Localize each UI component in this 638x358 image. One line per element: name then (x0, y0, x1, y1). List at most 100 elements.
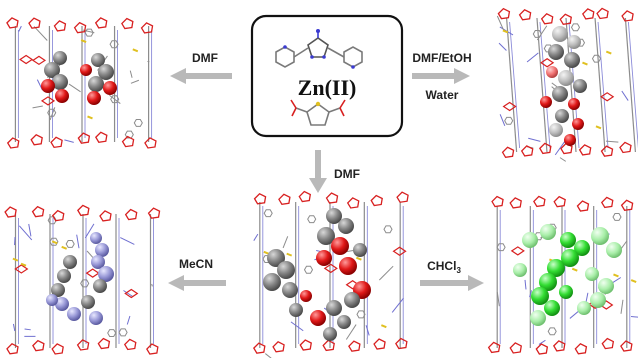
carboxylate-cluster (520, 145, 534, 157)
guest-atom (547, 259, 565, 277)
pyridyl-ring (110, 95, 120, 104)
guest-atom (263, 273, 281, 291)
carboxylate-cluster (581, 8, 595, 20)
carboxylate-cluster (298, 190, 312, 203)
framework-linker (68, 83, 81, 93)
framework-linker (120, 237, 135, 245)
carboxylate-cluster (621, 10, 634, 22)
carboxylate-cluster (620, 340, 633, 352)
guest-atom (326, 208, 342, 224)
carboxylate-cluster (510, 246, 525, 256)
carboxylate-cluster (539, 142, 552, 155)
framework-linker (559, 157, 567, 162)
sulfur-atom (51, 240, 58, 245)
guest-atom (63, 255, 77, 269)
carboxylate-cluster (395, 337, 408, 350)
framework-linker (129, 70, 133, 78)
sulfur-atom (502, 29, 509, 34)
guest-atom (316, 250, 332, 266)
framework-linker (282, 236, 289, 249)
framework-linker (630, 315, 638, 318)
pyridyl-ring (49, 237, 59, 246)
carboxylate-cluster (396, 191, 409, 203)
framework-linker (529, 290, 532, 298)
guest-atom (561, 249, 579, 267)
guest-atom (549, 123, 563, 137)
framework-linker (611, 277, 622, 284)
guest-atom (89, 311, 103, 325)
carboxylate-cluster (32, 339, 45, 352)
carboxylate-cluster (99, 210, 112, 222)
carboxylate-cluster (553, 195, 566, 208)
pyridyl-ring (504, 116, 514, 125)
carboxylate-cluster (278, 193, 291, 205)
carboxylate-cluster (253, 342, 266, 354)
guest-atom (548, 44, 564, 60)
guest-atom (52, 74, 68, 90)
framework-linker (32, 105, 43, 109)
guest-atom (552, 86, 568, 102)
carboxylate-cluster (560, 142, 573, 155)
pyridyl-ring (107, 329, 117, 337)
framework-linker (109, 94, 121, 104)
framework-strut (506, 17, 518, 153)
guest-atom (564, 134, 576, 146)
guest-atom (55, 89, 69, 103)
carboxylate-cluster (576, 200, 590, 212)
framework-strut (624, 17, 636, 153)
guest-atom (93, 279, 107, 293)
pyridyl-ring (80, 279, 90, 288)
pyridyl-ring (496, 243, 506, 252)
guest-atom (558, 70, 574, 86)
carboxylate-cluster (30, 133, 43, 146)
carboxylate-cluster (124, 208, 138, 221)
sulfur-atom (12, 257, 19, 262)
sulfur-atom (605, 50, 612, 55)
ligand-box: Zn(II) (250, 14, 404, 138)
guest-atom (90, 232, 102, 244)
sulfur-atom (20, 262, 27, 267)
guest-atom (573, 79, 587, 93)
guest-atom (81, 295, 95, 309)
guest-atom (585, 267, 599, 281)
carboxylate-cluster (601, 337, 615, 350)
guest-atom (88, 76, 104, 92)
carboxylate-cluster (501, 146, 515, 158)
guest-atom (310, 310, 326, 326)
guest-atom (567, 35, 581, 49)
framework-panel-bottom-right (487, 195, 638, 355)
framework-linker (264, 353, 272, 358)
guest-atom (598, 278, 614, 294)
carboxylate-cluster (140, 22, 154, 34)
carboxylate-cluster (77, 132, 91, 144)
framework-linker (18, 225, 33, 241)
guest-atom (546, 66, 558, 78)
carboxylate-cluster (559, 13, 572, 25)
framework-linker (621, 90, 629, 101)
guest-atom (98, 64, 114, 80)
pyridyl-ring (65, 240, 75, 248)
framework-linker (33, 26, 48, 41)
guest-atom (46, 294, 58, 306)
carboxylate-cluster (348, 340, 361, 352)
framework-strut (627, 21, 638, 149)
carboxylate-cluster (144, 137, 157, 149)
guest-atom (606, 242, 622, 258)
framework-linker (76, 234, 80, 249)
guest-atom (331, 237, 349, 255)
pyridyl-ring (591, 54, 602, 63)
pyridyl-ring (133, 119, 143, 127)
carboxylate-cluster (346, 197, 360, 209)
carboxylate-cluster (373, 338, 386, 350)
framework-linker (123, 290, 134, 298)
framework-strut (536, 17, 548, 153)
guest-atom (591, 227, 609, 245)
guest-atom (339, 257, 357, 275)
arrow-chcl3: CHCl3 (420, 259, 484, 291)
carboxylate-cluster (533, 195, 546, 208)
carboxylate-cluster (253, 192, 267, 205)
guest-atom (590, 292, 606, 308)
framework-panel-top-right (496, 7, 638, 162)
framework-linker (126, 315, 131, 325)
guest-atom (530, 310, 546, 326)
